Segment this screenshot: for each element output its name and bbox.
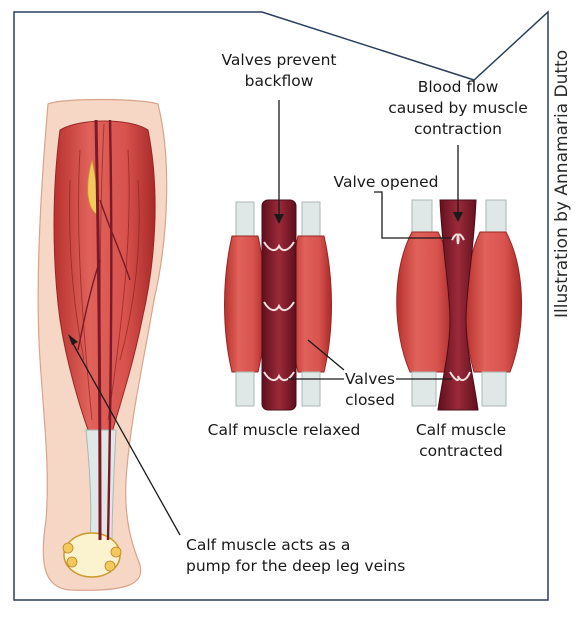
label-contracted: Calf muscle contracted	[396, 420, 526, 462]
relaxed-right-muscle	[291, 236, 332, 372]
label-line: contraction	[378, 119, 538, 140]
label-valve-opened: Valve opened	[326, 172, 446, 193]
illustration-credit: Illustration by Annamaria Dutto	[552, 50, 572, 318]
label-line: Valves	[338, 369, 402, 390]
label-line: Blood flow	[378, 77, 538, 98]
label-line: caused by muscle	[378, 98, 538, 119]
label-valves-prevent: Valves prevent backflow	[214, 50, 344, 92]
label-valves-closed: Valves closed	[338, 369, 402, 411]
label-line: backflow	[214, 71, 344, 92]
label-line: Calf muscle	[396, 420, 526, 441]
label-relaxed: Calf muscle relaxed	[196, 420, 372, 441]
label-blood-flow: Blood flow caused by muscle contraction	[378, 77, 538, 140]
label-line: closed	[338, 390, 402, 411]
label-line: pump for the deep leg veins	[186, 556, 416, 577]
label-line: Calf muscle relaxed	[196, 420, 372, 441]
label-line: Valve opened	[326, 172, 446, 193]
label-line: contracted	[396, 441, 526, 462]
contracted-right-muscle	[466, 232, 522, 372]
leg-illustration	[38, 100, 180, 591]
label-line: Calf muscle acts as a	[186, 535, 416, 556]
label-line: Valves prevent	[214, 50, 344, 71]
relaxed-muscle-group	[225, 100, 332, 410]
label-pump: Calf muscle acts as a pump for the deep …	[186, 535, 416, 577]
relaxed-left-muscle	[225, 236, 266, 372]
